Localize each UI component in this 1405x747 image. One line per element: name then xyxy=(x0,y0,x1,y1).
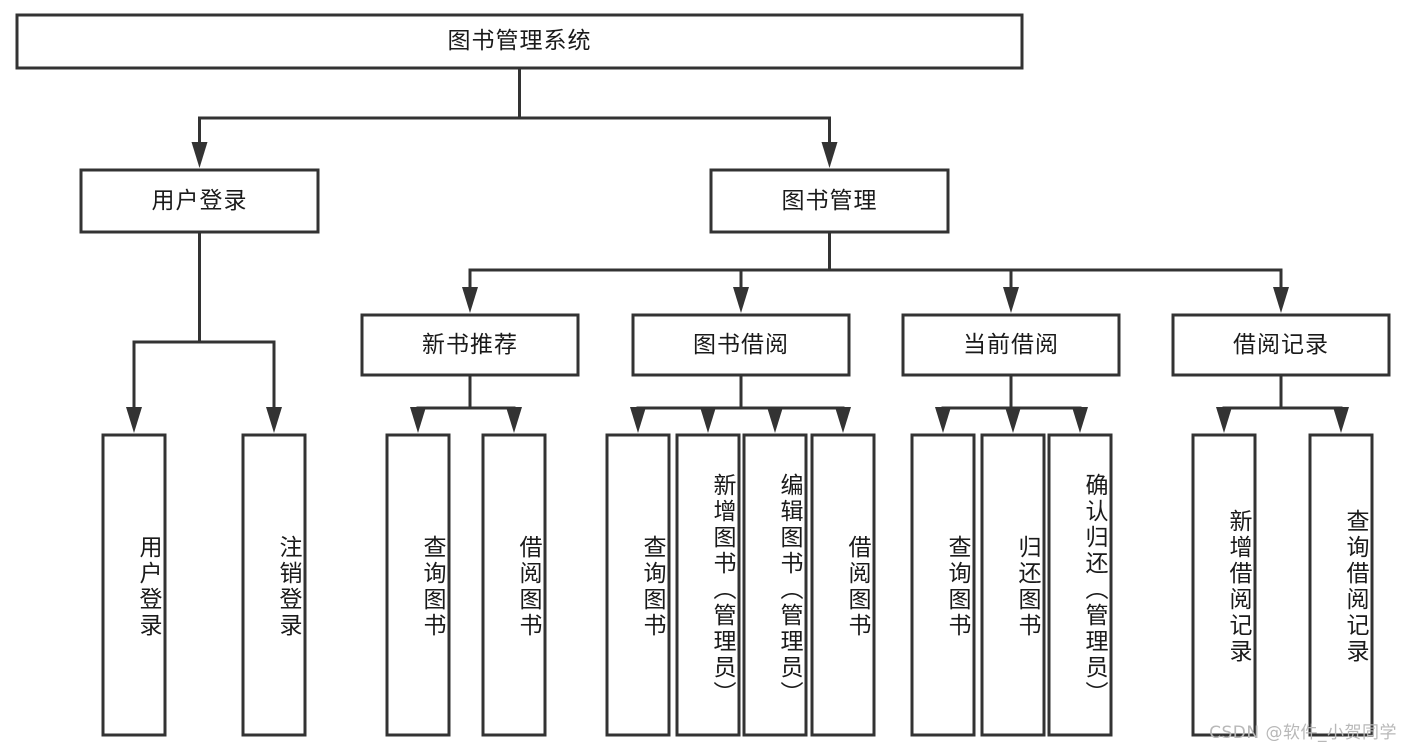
leaf-node-box xyxy=(605,433,671,737)
arrow-head-icon xyxy=(767,407,783,433)
arrow-head-icon xyxy=(1072,407,1088,433)
level3-node-box xyxy=(360,313,580,377)
leaf-node-box xyxy=(101,433,167,737)
node-boxes-layer xyxy=(15,13,1391,737)
leaf-node-box xyxy=(910,433,976,737)
arrow-head-icon xyxy=(630,407,646,433)
root-node-box xyxy=(15,13,1024,70)
leaf-node-box xyxy=(810,433,876,737)
leaf-node-box xyxy=(980,433,1046,737)
level2-node-box xyxy=(79,168,320,234)
arrow-head-icon xyxy=(126,407,142,433)
arrow-head-icon xyxy=(935,407,951,433)
level3-node-box xyxy=(631,313,851,377)
level3-node-box xyxy=(901,313,1121,377)
arrow-head-icon xyxy=(700,407,716,433)
arrow-head-icon xyxy=(733,287,749,313)
leaf-node-box xyxy=(481,433,547,737)
arrow-head-icon xyxy=(191,142,208,168)
arrow-head-icon xyxy=(506,407,522,433)
arrow-head-icon xyxy=(410,407,426,433)
leaf-node-box xyxy=(742,433,808,737)
leaf-node-box xyxy=(1308,433,1374,737)
arrow-head-icon xyxy=(1273,287,1289,313)
edge-links-layer xyxy=(126,66,1349,433)
arrow-head-icon xyxy=(1333,407,1349,433)
arrow-head-icon xyxy=(462,287,478,313)
leaf-node-box xyxy=(241,433,307,737)
arrow-head-icon xyxy=(1216,407,1232,433)
leaf-node-box xyxy=(1047,433,1113,737)
level2-node-box xyxy=(709,168,950,234)
arrow-head-icon xyxy=(1003,287,1019,313)
leaf-node-box xyxy=(1191,433,1257,737)
leaf-node-box xyxy=(675,433,741,737)
arrow-head-icon xyxy=(266,407,282,433)
watermark-text: CSDN @软件_小贺同学 xyxy=(1209,723,1397,743)
arrow-head-icon xyxy=(835,407,851,433)
arrow-head-icon xyxy=(821,142,838,168)
level3-node-box xyxy=(1171,313,1391,377)
arrow-head-icon xyxy=(1005,407,1021,433)
leaf-node-box xyxy=(385,433,451,737)
